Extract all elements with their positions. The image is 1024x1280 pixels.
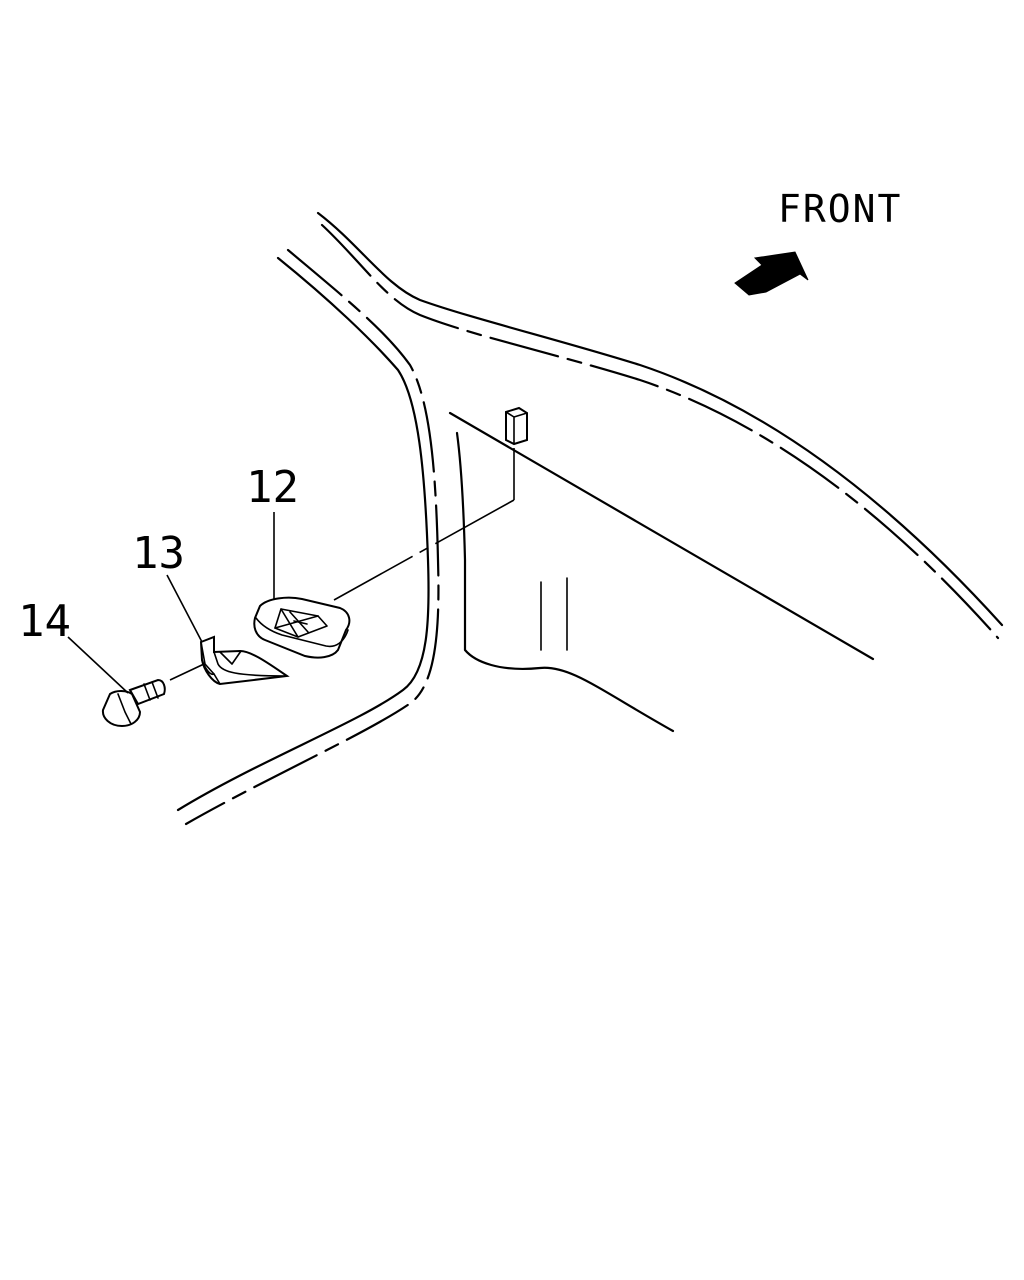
assembly-leader-12: [333, 448, 515, 601]
callout-12-label: 12: [246, 462, 299, 513]
front-label: FRONT: [778, 187, 902, 231]
door-opening: [448, 411, 875, 733]
front-arrow-icon: [734, 251, 809, 296]
callout-12: 12: [246, 462, 299, 600]
callout-14-label: 14: [18, 596, 71, 647]
part-12: [253, 596, 351, 659]
front-indicator: FRONT: [734, 187, 902, 296]
callout-13-label: 13: [132, 528, 185, 579]
door-pillar: [176, 248, 440, 826]
callout-13: 13: [132, 528, 203, 643]
part-13: [199, 635, 290, 686]
mounting-tab: [505, 406, 528, 446]
callout-14: 14: [18, 596, 129, 694]
assembly-leader-14: [169, 663, 205, 681]
roof-rail: [316, 211, 1004, 640]
part-14: [101, 678, 166, 728]
